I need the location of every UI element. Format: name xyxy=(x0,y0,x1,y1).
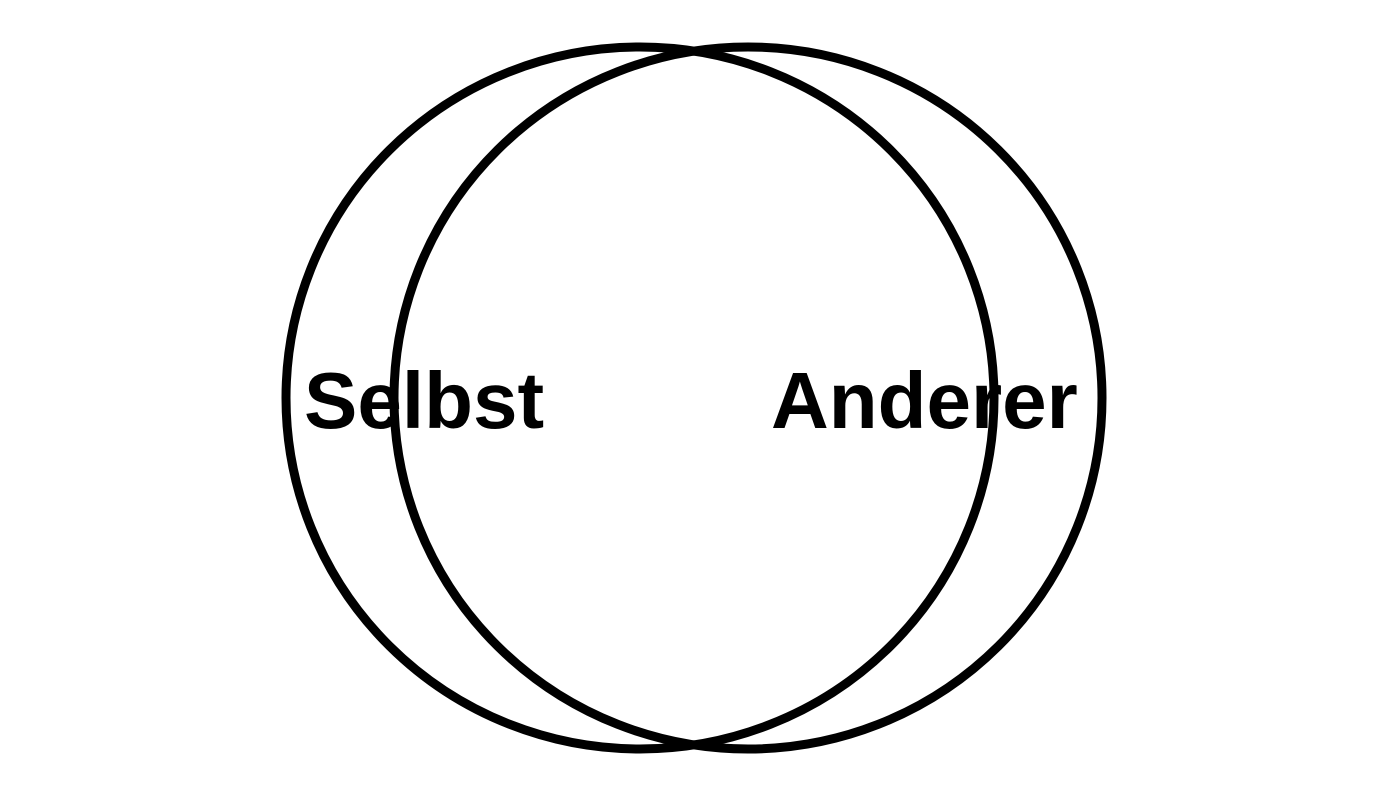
circle-selbst xyxy=(281,42,999,754)
circle-anderer xyxy=(389,42,1107,754)
label-anderer: Anderer xyxy=(771,356,1078,445)
label-selbst: Selbst xyxy=(304,356,544,445)
